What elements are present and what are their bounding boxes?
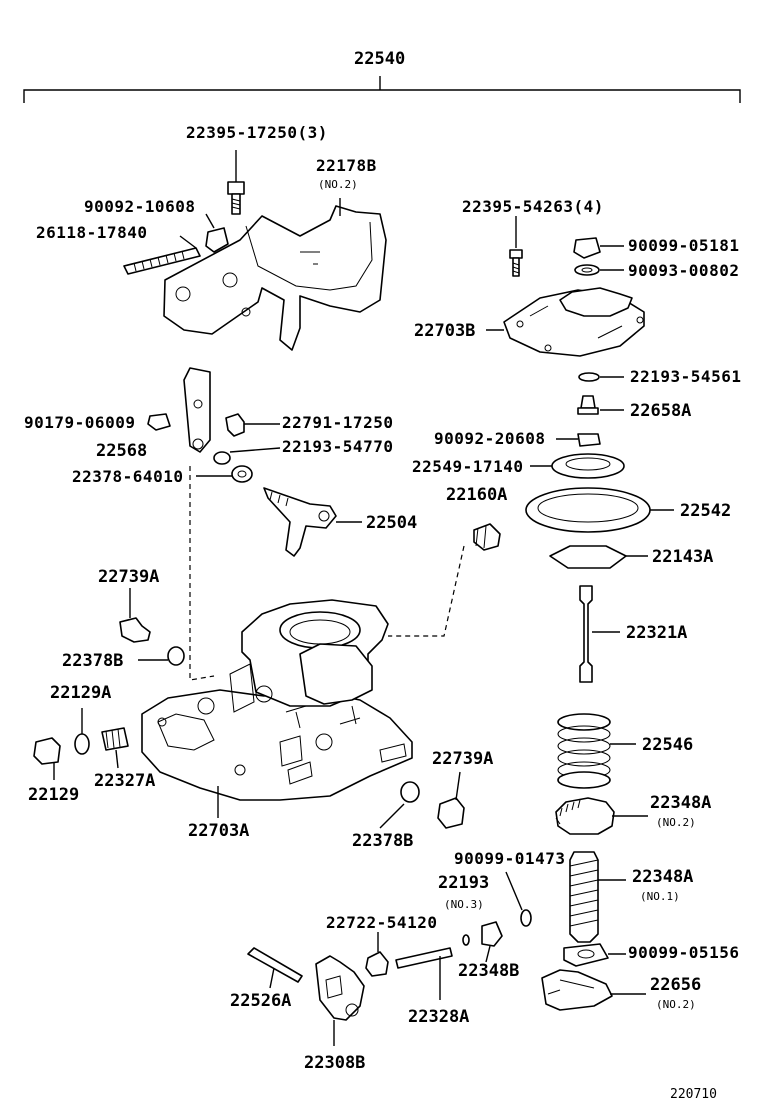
nut-small-drawing (556, 433, 601, 447)
part-label: 22568 (96, 441, 147, 461)
part-label: 22546 (642, 735, 693, 755)
part-label: 22504 (366, 513, 417, 533)
part-label: 22378B (352, 831, 413, 851)
part-label: 22395-17250(3) (186, 123, 328, 142)
assembly-bracket: 22540 (23, 49, 741, 103)
part-note: (NO.1) (640, 890, 680, 903)
nut-washer-drawing (573, 237, 624, 276)
nipple-drawing (473, 523, 501, 551)
part-label: 22308B (304, 1053, 365, 1073)
link-drawing (315, 955, 365, 1046)
small-nut-drawing (147, 413, 171, 431)
lock-nut-drawing (563, 943, 626, 967)
part-label: 22378B (62, 651, 123, 671)
bolt-drawing (227, 150, 245, 215)
assembly-number: 22540 (354, 49, 405, 69)
throttle-shaft-drawing (263, 487, 362, 557)
part-label: 22321A (626, 623, 687, 643)
valve-drawing (577, 395, 624, 415)
part-label: 22549-17140 (412, 457, 523, 476)
part-label: 26118-17840 (36, 223, 147, 242)
part-label: 90092-20608 (434, 429, 545, 448)
part-label: 22378-64010 (72, 467, 183, 486)
pump-shaft-drawing (395, 947, 453, 1000)
bracket-drawing (163, 198, 387, 351)
spring-drawing (557, 713, 636, 789)
part-label: 90099-01473 (454, 849, 565, 868)
snap-ring-drawing (213, 447, 281, 465)
bushing-drawing (481, 921, 503, 963)
stud-drawing (123, 235, 201, 275)
part-label: 22526A (230, 991, 291, 1011)
part-label: 22129A (50, 683, 111, 703)
plug-left-drawing (119, 588, 151, 643)
part-label: 22328A (408, 1007, 469, 1027)
screw-drawing (509, 216, 523, 277)
part-note: (NO.2) (656, 816, 696, 829)
part-label: 22178B (316, 156, 377, 175)
carburetor-body-drawing (141, 599, 413, 818)
pin-long-drawing (247, 947, 303, 989)
assembly-guides (189, 466, 465, 681)
washer-drawing (196, 465, 253, 483)
part-label: 90092-10608 (84, 197, 195, 216)
part-label: 22160A (446, 485, 507, 505)
o-ring-drawing (578, 372, 624, 382)
clamp-drawing (541, 969, 646, 1011)
part-label: 22348A (632, 867, 693, 887)
retainer-drawing (530, 453, 625, 479)
part-label: 22739A (98, 567, 159, 587)
part-label: 22129 (28, 785, 79, 805)
part-label: 22193-54561 (630, 367, 741, 386)
part-note: (NO.2) (656, 998, 696, 1011)
part-label: 90093-00802 (628, 261, 739, 280)
part-label: 22722-54120 (326, 913, 437, 932)
part-note: (NO.2) (318, 178, 358, 191)
jet-screw-drawing (33, 737, 61, 780)
cover-drawing (486, 287, 645, 357)
part-label: 90099-05181 (628, 236, 739, 255)
plug-right-drawing (437, 771, 465, 829)
lever-drawing (183, 367, 211, 453)
part-label: 22348A (650, 793, 711, 813)
part-label: 90099-05156 (628, 943, 739, 962)
gasket-right-drawing (379, 781, 420, 829)
part-label: 22327A (94, 771, 155, 791)
part-label: 22703B (414, 321, 475, 341)
small-spring-drawing (101, 727, 129, 769)
part-label: 22542 (680, 501, 731, 521)
sleeve-drawing (365, 932, 389, 977)
part-label: 22658A (630, 401, 691, 421)
part-label: 22791-17250 (282, 413, 393, 432)
part-label: 22739A (432, 749, 493, 769)
small-ring-drawing (462, 934, 470, 946)
small-washer-drawing (505, 871, 532, 927)
part-labels: 22395-17250(3) 22178B (NO.2) 90092-10608… (24, 123, 741, 1102)
part-label: 22348B (458, 961, 519, 981)
part-label: 90179-06009 (24, 413, 135, 432)
plate-drawing (549, 545, 648, 569)
pin-drawing (225, 413, 280, 437)
part-label: 22193-54770 (282, 437, 393, 456)
gear-drawing (555, 797, 648, 835)
part-note: (NO.3) (444, 898, 484, 911)
shaft-drawing (579, 585, 620, 683)
part-label: 22395-54263(4) (462, 197, 604, 216)
gasket-left-drawing (138, 646, 185, 666)
part-label: 22703A (188, 821, 249, 841)
part-label: 22143A (652, 547, 713, 567)
jet-washer-drawing (74, 708, 90, 755)
nut-drawing (205, 213, 229, 253)
diaphragm-drawing (525, 487, 674, 533)
diagram-code: 220710 (670, 1087, 717, 1102)
part-label: 22656 (650, 975, 701, 995)
part-label: 22193 (438, 873, 489, 893)
worm-gear-drawing (569, 851, 626, 943)
